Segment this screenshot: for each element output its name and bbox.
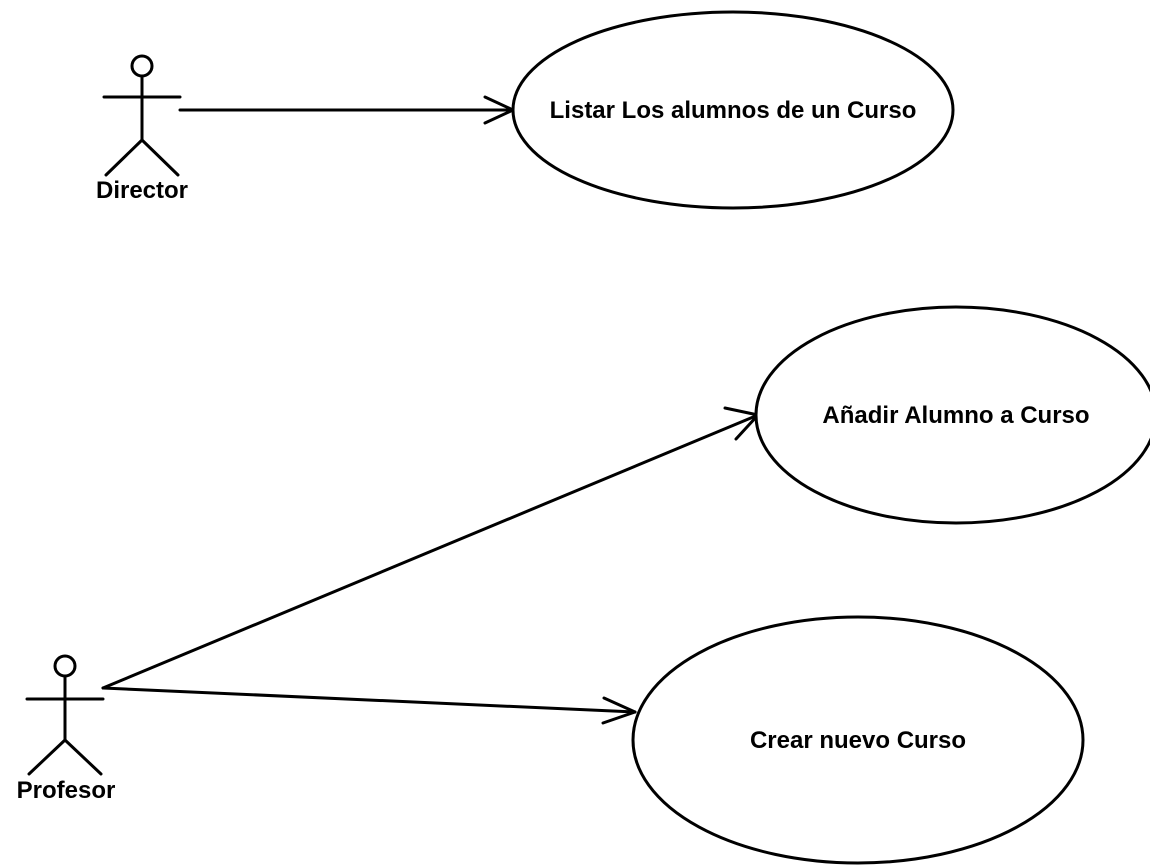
actor-profesor-label: Profesor — [17, 777, 116, 804]
actor-profesor[interactable]: Profesor — [17, 654, 116, 804]
use-case-anadir-label: Añadir Alumno a Curso — [822, 402, 1089, 429]
stick-figure-icon — [25, 654, 105, 776]
use-case-crear[interactable]: Crear nuevo Curso — [631, 615, 1085, 865]
use-case-listar-label: Listar Los alumnos de un Curso — [550, 97, 917, 124]
actor-director-label: Director — [96, 177, 188, 204]
use-case-listar[interactable]: Listar Los alumnos de un Curso — [511, 10, 955, 210]
use-case-anadir[interactable]: Añadir Alumno a Curso — [754, 305, 1150, 525]
use-case-crear-label: Crear nuevo Curso — [750, 727, 966, 754]
association-profesor-anadir[interactable] — [101, 406, 760, 690]
actor-director[interactable]: Director — [96, 54, 188, 204]
stick-figure-icon — [102, 54, 182, 177]
association-profesor-crear[interactable] — [101, 686, 637, 725]
association-director-listar[interactable] — [178, 95, 515, 125]
